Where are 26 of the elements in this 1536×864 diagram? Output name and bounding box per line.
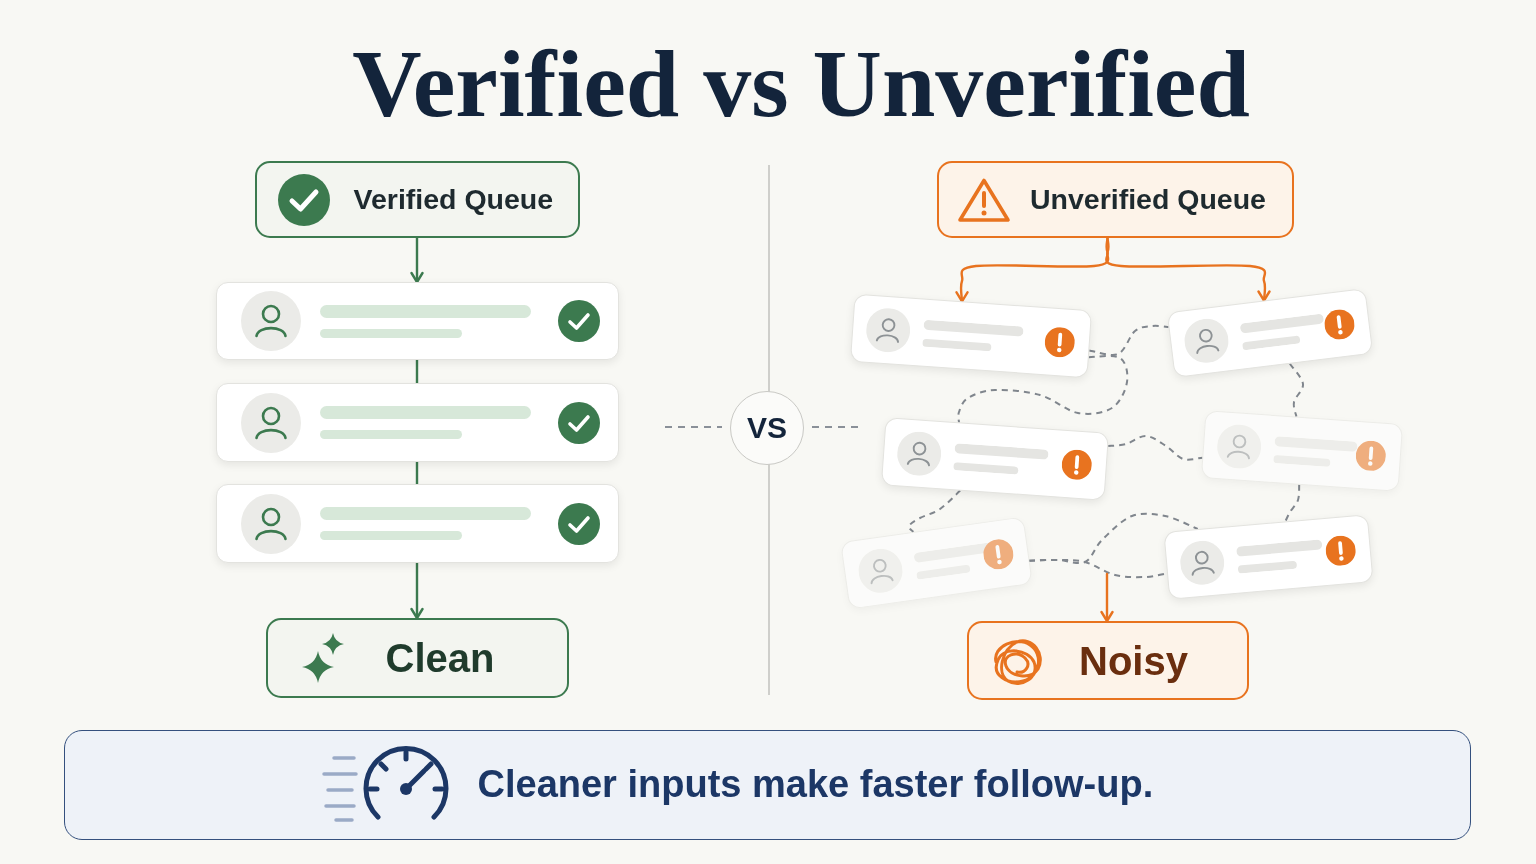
- queue-header-box: [937, 161, 1294, 238]
- connector-line: [415, 358, 419, 385]
- profile-card: [215, 484, 619, 563]
- dashed-line: [1288, 362, 1304, 418]
- arrow: [410, 561, 424, 620]
- arrow: [1100, 572, 1114, 623]
- outcome-label: Noisy: [1079, 637, 1188, 684]
- connector-line: [415, 460, 419, 486]
- profile-card: [215, 383, 619, 462]
- profile-card: [215, 282, 619, 360]
- dashed-line: [1284, 483, 1301, 523]
- title: Verified vs Unverified: [352, 36, 1250, 132]
- arrow: [410, 236, 424, 284]
- arrow: [1105, 236, 1272, 302]
- queue-header-box: [254, 161, 580, 238]
- outcome-box: [265, 618, 569, 698]
- dashed-line: [957, 355, 1129, 424]
- dashed-line: [907, 489, 962, 533]
- queue-title: Unverified Queue: [1030, 183, 1266, 216]
- takeaway-banner: [64, 730, 1471, 840]
- outcome-label: Clean: [385, 635, 495, 681]
- queue-title: Verified Queue: [353, 183, 554, 216]
- dashed-line: [1088, 324, 1170, 356]
- outcome-box: [967, 621, 1249, 700]
- vs-label: VS: [747, 410, 787, 446]
- takeaway-text: Cleaner inputs make faster follow-up.: [477, 763, 1154, 807]
